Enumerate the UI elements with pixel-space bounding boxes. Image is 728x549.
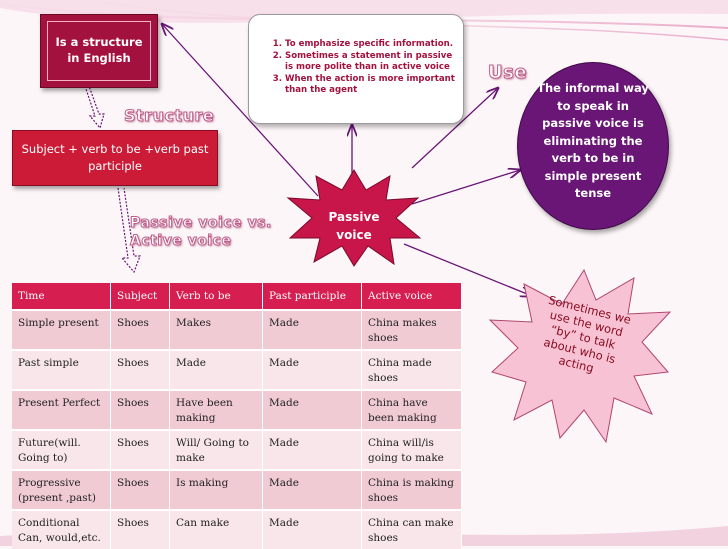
passive-voice-starburst	[286, 169, 422, 267]
header-verb-to-be: Verb to be	[169, 283, 263, 310]
formula-box: Subject + verb to be +verb past particip…	[12, 130, 218, 186]
cell: China makes shoes	[361, 309, 462, 350]
cell: Made	[262, 429, 362, 470]
cell: Present Perfect	[12, 389, 111, 430]
comparison-heading-line-1: Passive voice vs.	[130, 215, 272, 232]
cell: Past simple	[12, 349, 111, 390]
structure-line-2: in English	[67, 51, 131, 65]
table-row: Future(will. Going to) Shoes Will/ Going…	[12, 429, 462, 470]
cell: Will/ Going to make	[169, 429, 263, 470]
passive-line-2: voice	[336, 228, 372, 242]
table-header-row: Time Subject Verb to be Past participle …	[12, 283, 462, 310]
table-row: Progressive (present ,past) Shoes Is mak…	[12, 469, 462, 510]
cell: China is making shoes	[361, 469, 462, 510]
arrow-to-structure-box	[162, 24, 319, 197]
by-agent-starburst	[488, 268, 672, 444]
cell: Can make	[169, 509, 263, 549]
cell: Shoes	[110, 509, 170, 549]
header-time: Time	[12, 283, 111, 310]
comparison-heading: Passive voice vs. Active voice	[130, 214, 272, 250]
dashed-arrow-structure-to-formula	[84, 85, 105, 130]
cell: Is making	[169, 469, 263, 510]
use-item: Sometimes a statement in passive is more…	[285, 51, 455, 74]
uses-list: To emphasize specific information. Somet…	[249, 15, 463, 97]
table-row: Past simple Shoes Made Made China made s…	[12, 349, 462, 390]
cell: Made	[169, 349, 263, 390]
header-active-voice: Active voice	[361, 283, 462, 310]
structure-heading: Structure	[123, 106, 215, 126]
cell: Shoes	[110, 349, 170, 390]
cell: Shoes	[110, 429, 170, 470]
cell: China will/is going to make	[361, 429, 462, 470]
passive-active-table: Time Subject Verb to be Past participle …	[12, 283, 462, 549]
cell: Simple present	[12, 309, 111, 350]
cell: Made	[262, 389, 362, 430]
cell: Made	[262, 469, 362, 510]
informal-speech-ellipse: The informal way to speak in passive voi…	[517, 62, 669, 230]
table-row: Conditional Can, would,etc. Shoes Can ma…	[12, 509, 462, 549]
arrow-to-informal-ellipse	[411, 170, 520, 205]
cell: Conditional Can, would,etc.	[12, 509, 111, 549]
cell: China can make shoes	[361, 509, 462, 549]
structure-definition-box: Is a structure in English	[40, 14, 158, 88]
uses-list-box: To emphasize specific information. Somet…	[248, 14, 464, 124]
cell: Shoes	[110, 469, 170, 510]
cell: Makes	[169, 309, 263, 350]
header-past-participle: Past participle	[262, 283, 362, 310]
cell: Shoes	[110, 389, 170, 430]
passive-line-1: Passive	[328, 210, 380, 224]
arrow-to-use-heading	[411, 88, 498, 169]
cell: Made	[262, 509, 362, 549]
table-row: Simple present Shoes Makes Made China ma…	[12, 309, 462, 350]
cell: Progressive (present ,past)	[12, 469, 111, 510]
cell: Shoes	[110, 309, 170, 350]
passive-voice-label: Passive voice	[310, 208, 398, 244]
header-subject: Subject	[110, 283, 170, 310]
structure-line-1: Is a structure	[55, 35, 143, 49]
cell: China made shoes	[361, 349, 462, 390]
cell: Made	[262, 309, 362, 350]
cell: Made	[262, 349, 362, 390]
table-row: Present Perfect Shoes Have been making M…	[12, 389, 462, 430]
cell: Future(will. Going to)	[12, 429, 111, 470]
use-heading: Use	[487, 62, 528, 84]
arrow-to-sometimes-star	[403, 243, 532, 296]
use-item: To emphasize specific information.	[285, 39, 455, 51]
dashed-arrow-formula-to-table	[117, 187, 141, 274]
cell: Have been making	[169, 389, 263, 430]
comparison-heading-line-2: Active voice	[130, 233, 232, 250]
use-item: When the action is more important than t…	[285, 74, 455, 97]
cell: China have been making	[361, 389, 462, 430]
